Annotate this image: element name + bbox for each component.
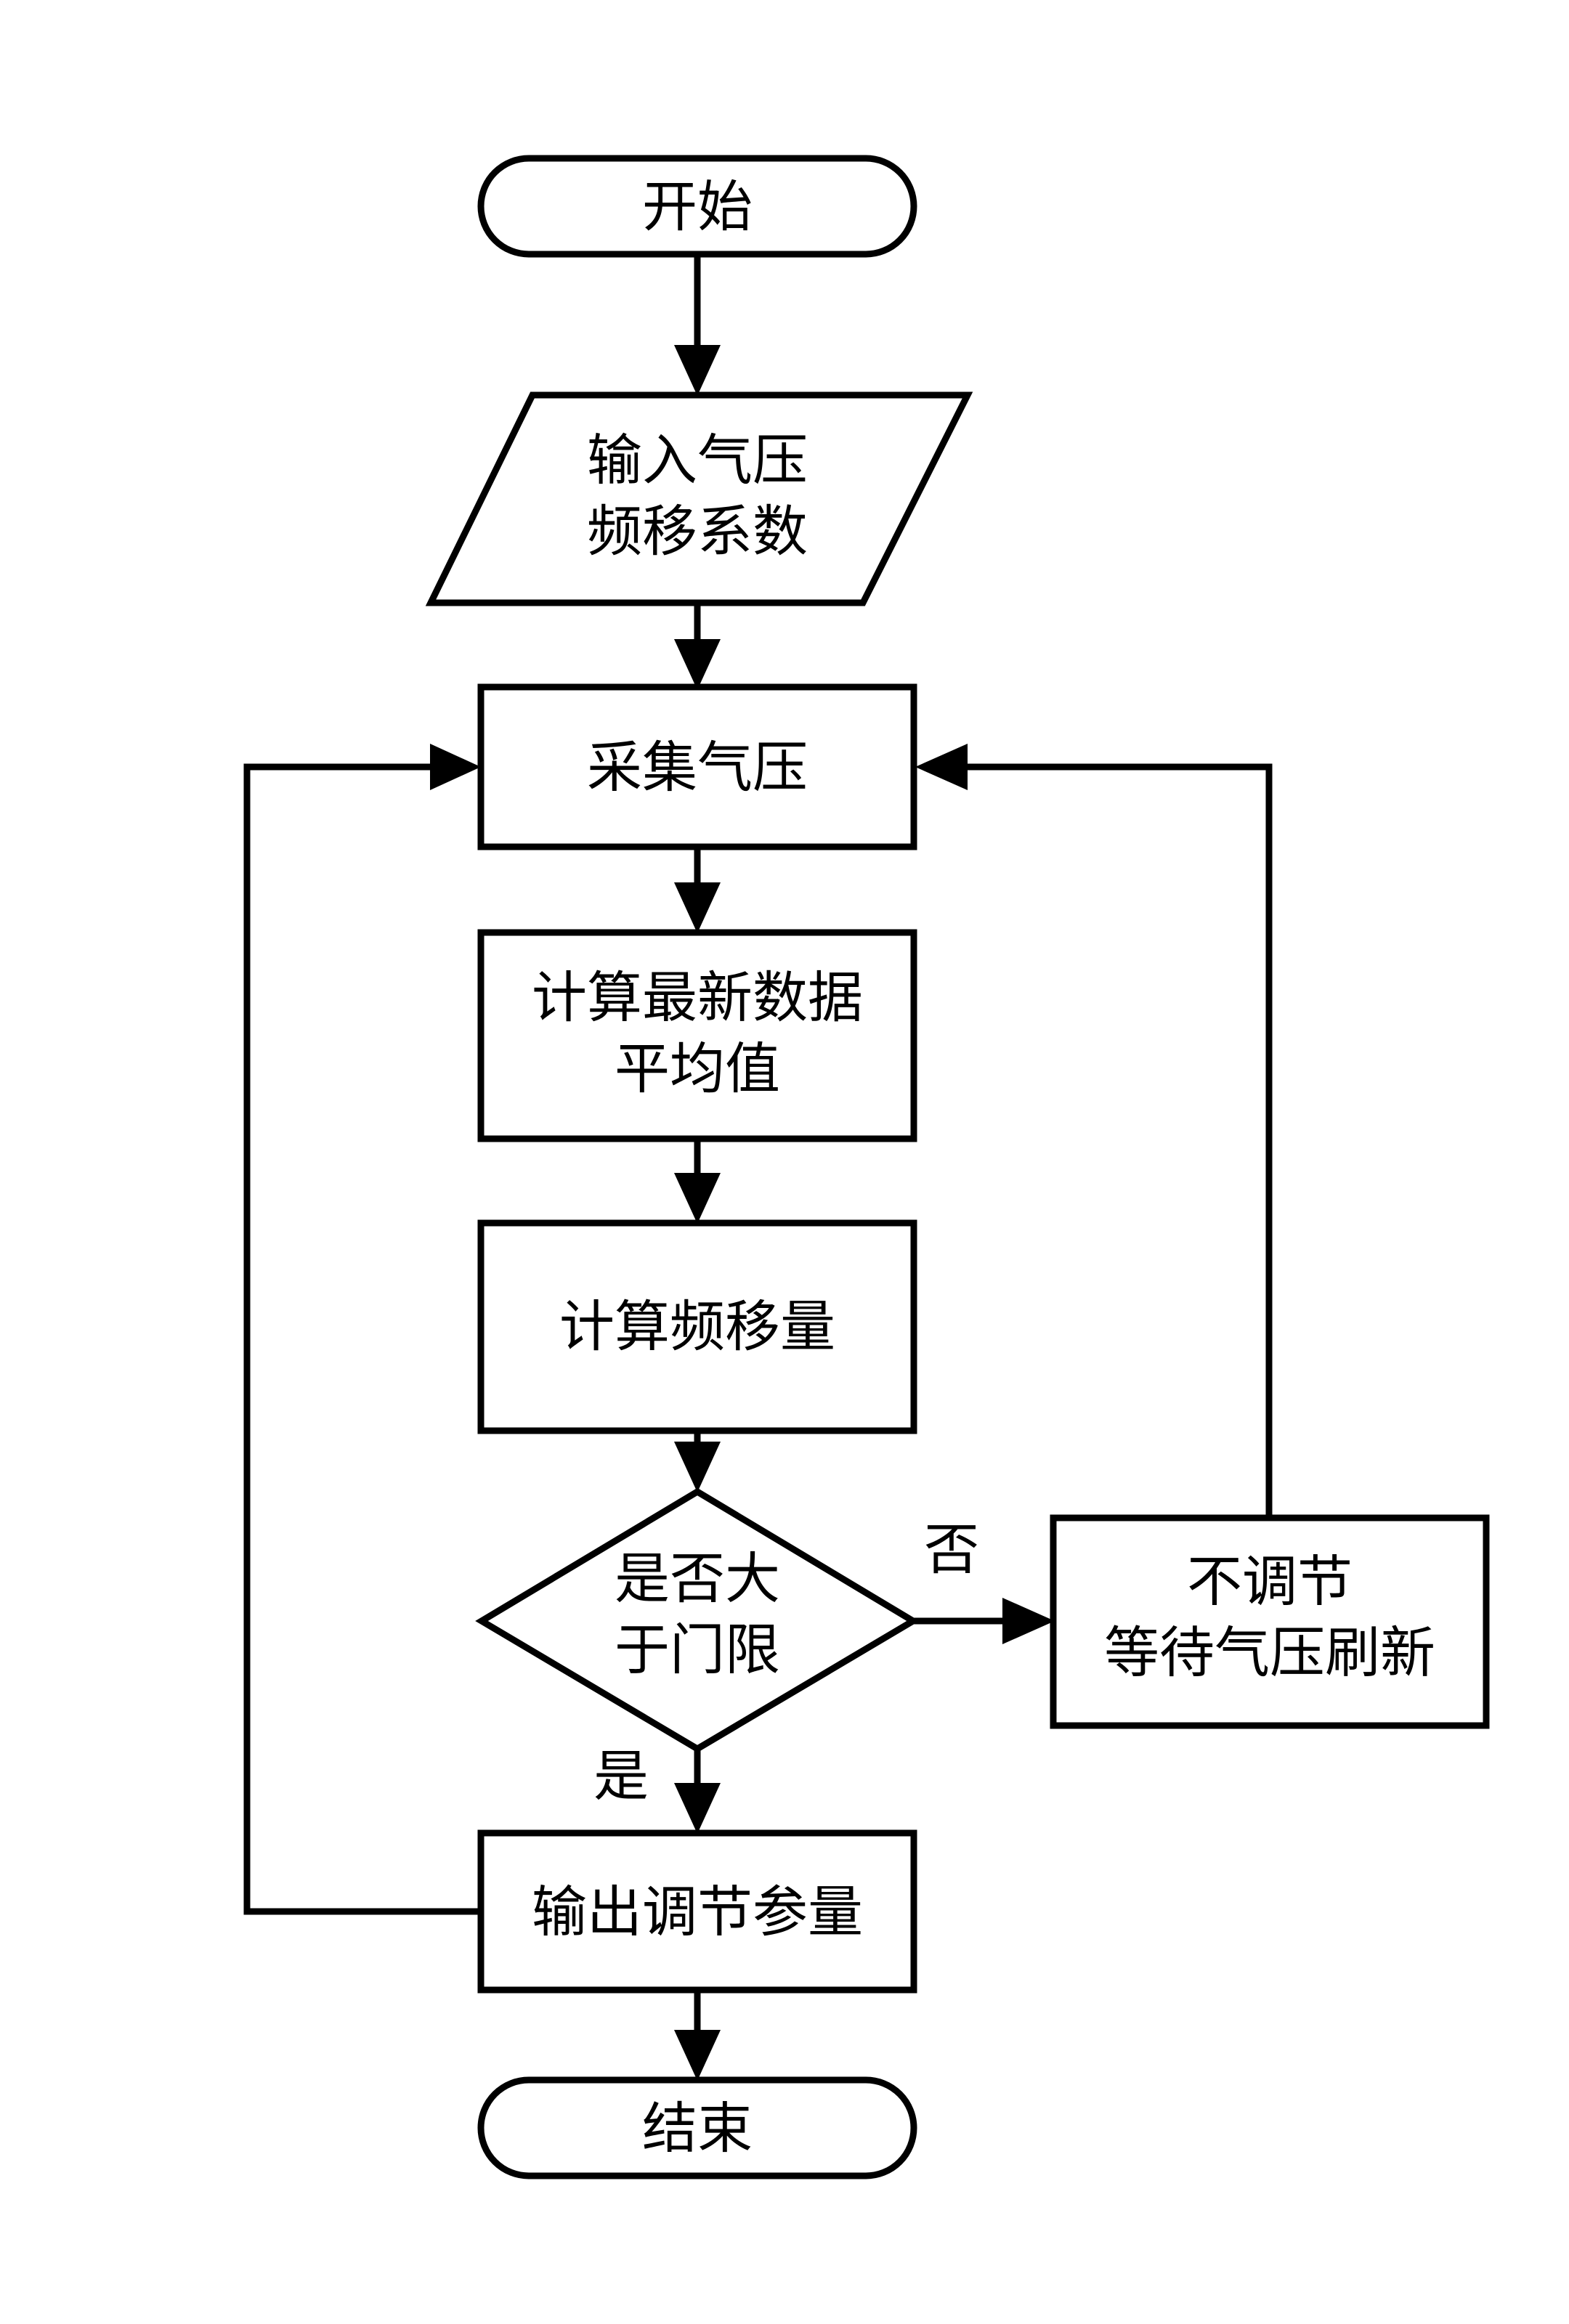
node-input: 输入气压 频移系数 (425, 391, 973, 606)
node-collect: 采集气压 (477, 683, 917, 850)
process-shape (477, 1219, 917, 1434)
process-shape (477, 683, 917, 850)
arrowhead-shift-to-decision (674, 1442, 721, 1492)
arrowhead-decision-to-wait (1002, 1598, 1055, 1644)
connectors (243, 254, 1273, 2039)
edge-wait-loop-to-collect (959, 763, 1273, 1518)
node-text-line-2: 等待气压刷新 (1104, 1620, 1435, 1685)
node-output: 输出调节参量 (477, 1829, 917, 1994)
terminal-shape (477, 2076, 917, 2179)
node-text: 开始 (642, 174, 753, 239)
arrowhead-average-to-shift (674, 1173, 721, 1224)
node-end: 结束 (477, 2076, 917, 2179)
node-text-line-1: 不调节 (1187, 1549, 1353, 1614)
node-start: 开始 (477, 155, 917, 258)
node-shift: 计算频移量 (477, 1219, 917, 1434)
io-shape (425, 391, 973, 606)
decision-shape (475, 1487, 920, 1753)
node-text: 结束 (642, 2096, 753, 2161)
arrowhead-wait-loop-to-collect (915, 744, 968, 790)
arrowhead-output-loop-to-collect (430, 744, 481, 790)
arrowhead-collect-to-average (674, 882, 721, 933)
arrowhead-output-to-end (674, 2030, 721, 2081)
arrowheads (430, 345, 1055, 2081)
terminal-shape (477, 155, 917, 258)
node-text-line-1: 计算最新数据 (532, 965, 863, 1030)
node-average: 计算最新数据 平均值 (477, 929, 917, 1142)
edge-label-yes: 是 (593, 1744, 649, 1808)
process-shape (477, 929, 917, 1142)
arrowhead-input-to-collect (674, 639, 721, 690)
node-text: 输出调节参量 (532, 1880, 863, 1944)
process-shape (477, 1829, 917, 1994)
edge-output-loop-to-collect (243, 763, 481, 1915)
node-text: 采集气压 (587, 735, 808, 800)
arrowhead-decision-to-output (674, 1783, 721, 1834)
node-text-line-2: 频移系数 (587, 499, 808, 564)
node-wait: 不调节 等待气压刷新 (1050, 1514, 1490, 1729)
arrowhead-start-to-input (674, 345, 721, 396)
edge-label-no: 否 (924, 1517, 979, 1582)
node-text: 计算频移量 (559, 1294, 835, 1359)
node-text-line-2: 平均值 (615, 1036, 780, 1101)
node-text-line-1: 输入气压 (587, 428, 808, 492)
node-text-line-2: 于门限 (615, 1617, 780, 1682)
node-text-line-1: 是否大 (615, 1546, 780, 1611)
node-decision: 是否大 于门限 (475, 1487, 920, 1753)
process-shape (1050, 1514, 1490, 1729)
